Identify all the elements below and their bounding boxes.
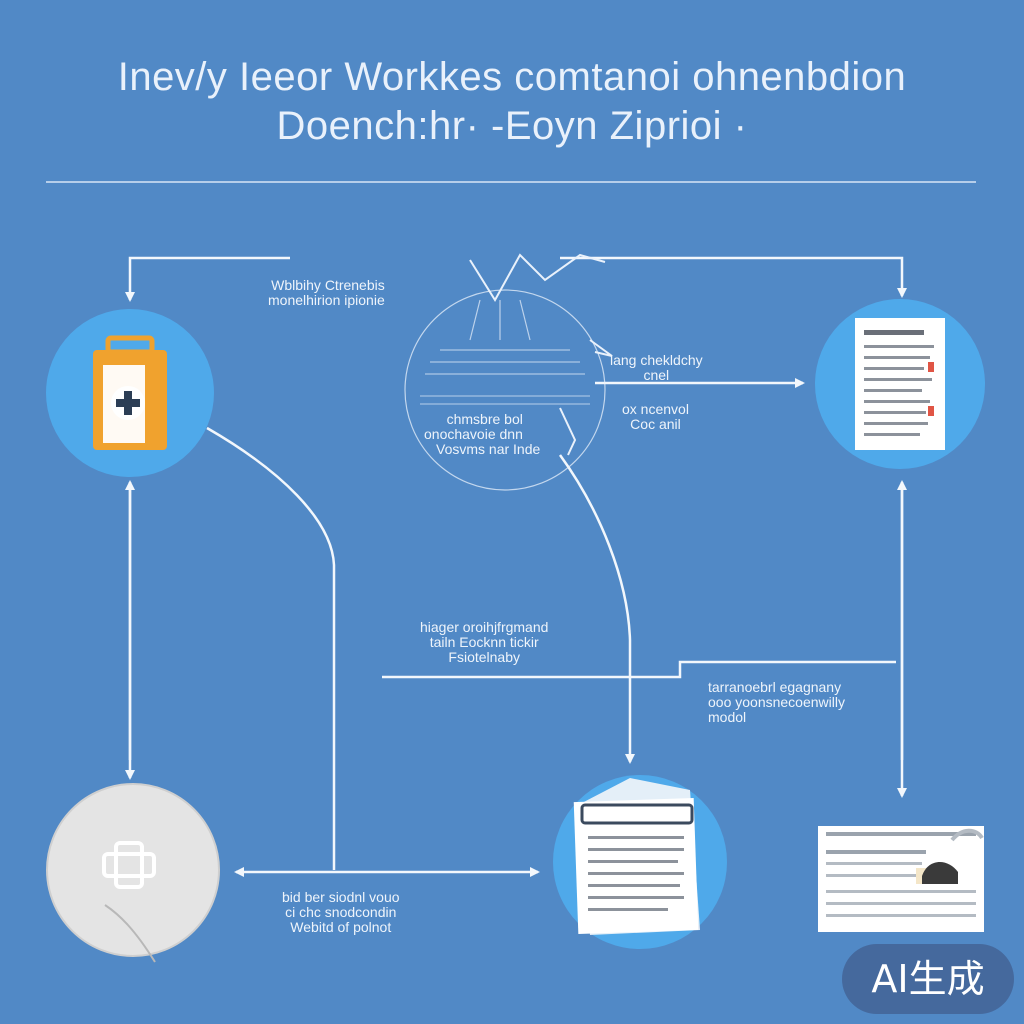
hub-globe-icon [404, 253, 613, 491]
report-node [553, 775, 727, 949]
report-icon [573, 778, 700, 935]
medical-cross-icon [102, 841, 156, 889]
connector-kit-curve [206, 426, 336, 870]
caption-center-right-1: lang chekldchy cnel [610, 352, 703, 383]
caption-center-right-2: ox ncenvol Coc anil [622, 401, 689, 432]
connector-top-left [125, 256, 290, 302]
document-node [815, 299, 985, 469]
id-card-icon [818, 826, 984, 932]
caption-hub-1: chmsbre bol onochavoie dnn [424, 411, 523, 442]
diagram-subtitle: Doench:hr· -Eoyn Ziprioi · [276, 104, 748, 148]
caption-bottom: bid ber siodnl vouo ci chc snodcondin We… [282, 889, 400, 935]
connector-top-right [560, 256, 907, 298]
caption-top-left: Wblbihy Ctrenebis monelhirion ipionie [268, 277, 385, 308]
connectors [125, 256, 907, 877]
ai-generated-badge: AI生成 [842, 944, 1014, 1014]
first-aid-kit-node [46, 309, 214, 477]
connector-middle [382, 660, 896, 679]
document-icon [855, 318, 945, 450]
medical-globe-node [46, 783, 220, 963]
caption-middle: hiager oroihjfrgmand tailn Eocknn tickir… [420, 619, 549, 665]
caption-middle-right: tarranoebrl egagnany ooo yoonsnecoenwill… [708, 679, 845, 725]
diagram-title: Inev/y Ieeor Workkes comtanoi ohnenbdion [117, 55, 907, 99]
connector-hub-down [558, 454, 635, 764]
caption-hub-2: Vosvms nar Inde [436, 441, 541, 457]
first-aid-kit-icon [93, 335, 167, 450]
